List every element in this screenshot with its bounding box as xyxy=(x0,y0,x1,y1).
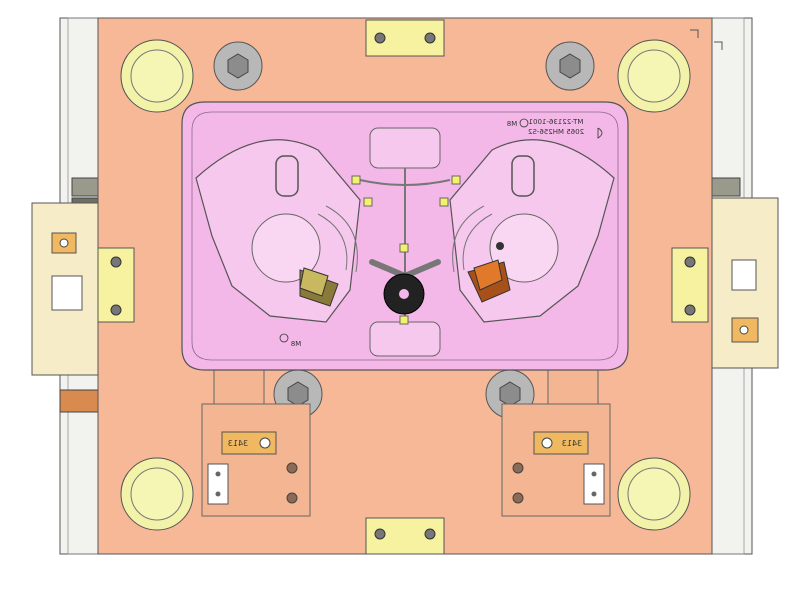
guide-bushing-bottom-left xyxy=(120,457,194,531)
left-locating-block xyxy=(97,247,135,323)
guide-bushing-bottom-right xyxy=(617,457,691,531)
right-clamp-assembly xyxy=(711,177,779,369)
block-label-right-group: 3413 xyxy=(562,439,582,448)
engraving-size-mark-bottom-group: M8 xyxy=(291,340,302,348)
engraving-size-mark-top-group: M8 xyxy=(507,120,518,128)
size-mark-circle-top xyxy=(519,118,529,128)
bottom-center-block xyxy=(365,517,445,555)
right-part-cavity xyxy=(449,139,615,323)
left-slide-rail xyxy=(201,361,311,517)
right-slide-rail xyxy=(501,361,611,517)
engraving-size-mark-bottom: M8 xyxy=(291,340,302,348)
engraving-size-mark-top: M8 xyxy=(507,120,518,128)
engraving-material-code: 2065 MH256-S2 xyxy=(528,128,584,136)
corner-mark xyxy=(690,29,723,50)
block-label-left-group: 3413 xyxy=(228,439,248,448)
top-center-block xyxy=(365,19,445,57)
block-label-left: 3413 xyxy=(228,439,248,448)
guide-bushing-top-right xyxy=(617,39,691,113)
left-part-cavity xyxy=(195,139,361,323)
size-mark-circle-bottom xyxy=(279,333,289,343)
block-label-right: 3413 xyxy=(562,439,582,448)
cap-screw-top-right xyxy=(545,41,595,91)
guide-bushing-top-left xyxy=(120,39,194,113)
engraving-block: MT-22136-1001 2065 MH256-S2 xyxy=(528,118,584,136)
cavity-inner-outline xyxy=(191,111,619,361)
right-locating-block xyxy=(671,247,709,323)
d-mark xyxy=(597,127,603,139)
cap-screw-top-left xyxy=(213,41,263,91)
engraving-part-number: MT-22136-1001 xyxy=(529,118,584,126)
runner-system xyxy=(351,127,461,357)
